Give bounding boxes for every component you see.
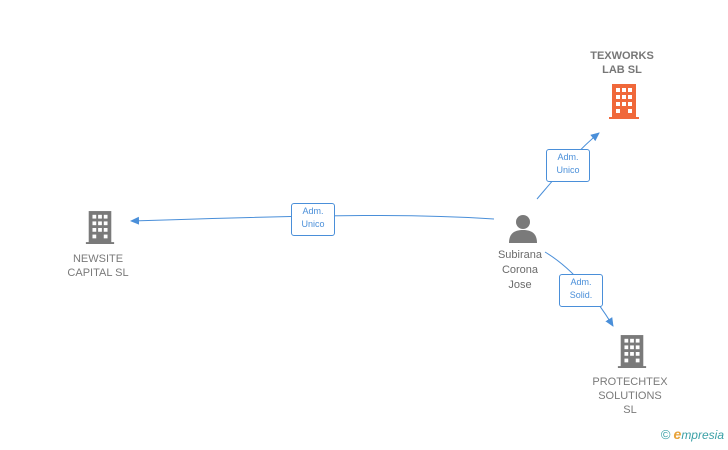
edge-role-line: Adm.	[570, 277, 592, 287]
person-name-line: Subirana	[497, 249, 543, 261]
edge-label-to-texworks[interactable]: Adm. Unico	[546, 149, 590, 182]
person-icon[interactable]	[507, 212, 539, 249]
person-name-line: Corona	[501, 264, 539, 276]
building-icon-newsite[interactable]	[84, 210, 116, 251]
company-label-texworks[interactable]: TEXWORKS LAB SL	[572, 49, 672, 77]
company-name-line: SOLUTIONS	[598, 390, 662, 402]
company-label-newsite[interactable]: NEWSITE CAPITAL SL	[48, 252, 148, 280]
empresia-watermark: ©empresia	[661, 426, 724, 442]
person-label[interactable]: Subirana Corona Jose	[480, 248, 560, 293]
company-name-line: SL	[623, 404, 637, 416]
edge-role-line: Adm.	[557, 152, 579, 162]
brand-logo-initial: e	[673, 426, 682, 442]
brand-name: mpresia	[681, 428, 724, 442]
copyright-symbol: ©	[660, 427, 671, 442]
edge-label-to-protechtex[interactable]: Adm. Solid.	[559, 274, 603, 307]
building-icon-protechtex[interactable]	[616, 334, 648, 375]
edge-role-line: Unico	[556, 165, 580, 175]
edge-role-line: Solid.	[569, 290, 593, 300]
edge-role-line: Unico	[301, 219, 325, 229]
company-name-line: PROTECHTEX	[592, 376, 668, 388]
person-name-line: Jose	[508, 279, 532, 291]
edge-role-line: Adm.	[302, 206, 324, 216]
company-name-line: NEWSITE	[72, 253, 124, 265]
company-name-line: TEXWORKS	[590, 50, 654, 62]
company-name-line: LAB SL	[602, 64, 642, 76]
building-icon-texworks[interactable]	[607, 84, 641, 125]
edge-label-to-newsite[interactable]: Adm. Unico	[291, 203, 335, 236]
company-label-protechtex[interactable]: PROTECHTEX SOLUTIONS SL	[580, 375, 680, 417]
company-name-line: CAPITAL SL	[67, 267, 129, 279]
edge-line-to-newsite	[130, 214, 495, 225]
